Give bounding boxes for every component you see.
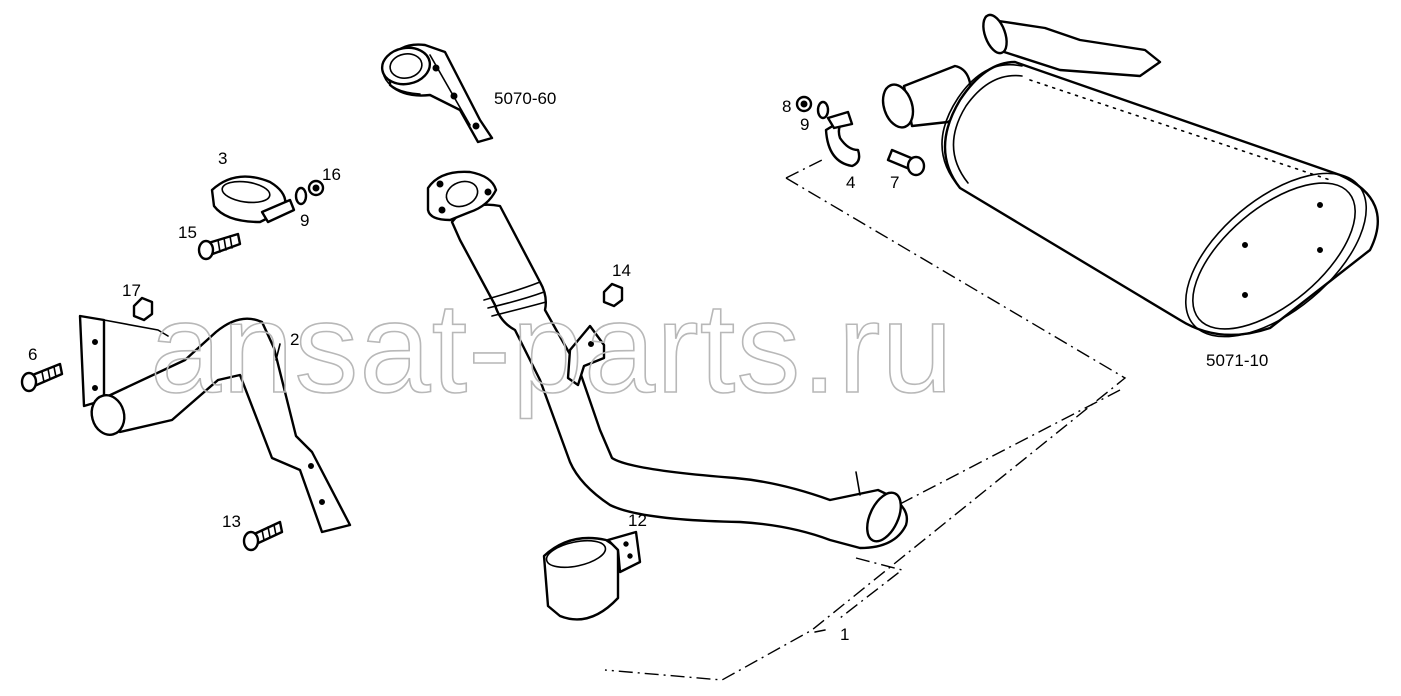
tail-pipe-part-2 <box>78 314 352 534</box>
callout-3: 3 <box>218 149 227 168</box>
callout-9-right: 9 <box>800 115 809 134</box>
muffler-assembly <box>881 13 1379 338</box>
clamp-part-3 <box>210 175 296 224</box>
callout-16: 16 <box>322 165 341 184</box>
nut-8 <box>795 95 813 113</box>
leader-lines <box>275 343 826 633</box>
bolt-15 <box>197 232 242 261</box>
intermediate-pipe <box>426 170 909 550</box>
callout-1: 1 <box>840 625 849 644</box>
callout-7: 7 <box>890 173 899 192</box>
bolt-13 <box>242 520 284 552</box>
callout-labels: 1 2 3 4 6 7 8 9 9 12 13 14 15 16 17 5070… <box>28 89 1268 644</box>
callout-13: 13 <box>222 512 241 531</box>
assembly-lines <box>604 159 1127 681</box>
nut-14 <box>602 282 624 308</box>
callout-12: 12 <box>628 511 647 530</box>
callout-4: 4 <box>846 173 855 192</box>
washer-9-left <box>294 186 308 206</box>
callout-15: 15 <box>178 223 197 242</box>
nut-17 <box>132 296 154 322</box>
washer-9-right <box>816 100 830 120</box>
callout-6: 6 <box>28 345 37 364</box>
ref-label-5070-60: 5070-60 <box>494 89 556 108</box>
watermark: ansat-parts.ru <box>150 277 954 420</box>
callout-14: 14 <box>612 261 631 280</box>
front-pipe-fragment <box>380 43 494 144</box>
nut-16 <box>307 179 325 197</box>
clamp-part-4 <box>824 110 861 168</box>
clamp-part-12 <box>542 530 642 621</box>
callout-17: 17 <box>122 281 141 300</box>
callout-2: 2 <box>290 330 299 349</box>
ref-label-5071-10: 5071-10 <box>1206 351 1268 370</box>
callout-9-left: 9 <box>300 211 309 230</box>
bolt-6 <box>20 362 64 393</box>
bolt-7 <box>886 148 926 177</box>
callout-8: 8 <box>782 97 791 116</box>
